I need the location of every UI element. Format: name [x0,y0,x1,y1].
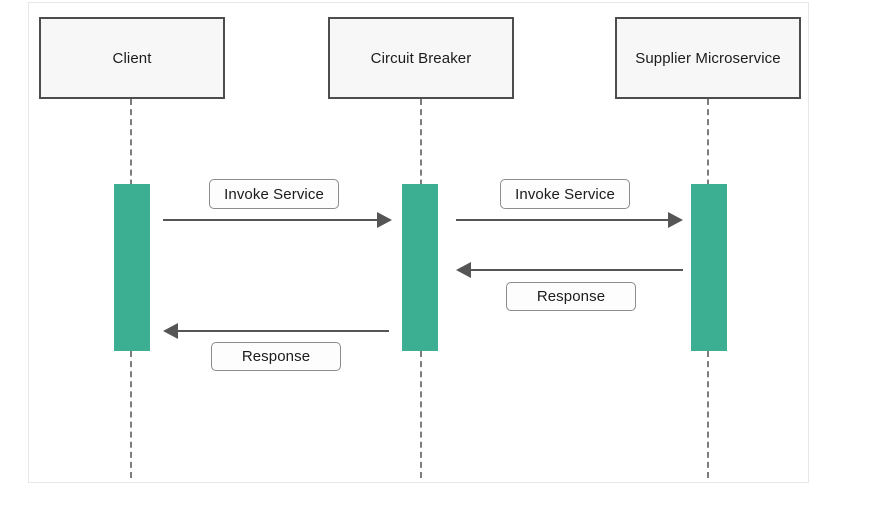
message-label-response-2: Response [211,342,341,371]
actor-circuit-breaker-label: Circuit Breaker [370,49,472,67]
message-arrow-response-2 [178,330,389,332]
arrowhead-left-icon [163,323,178,339]
message-text: Response [241,348,311,365]
message-text: Invoke Service [224,185,324,203]
message-text: Response [536,288,606,305]
arrowhead-right-icon [668,212,683,228]
message-arrow-response-1 [471,269,683,271]
arrowhead-left-icon [456,262,471,278]
activation-bar-circuit-breaker [402,184,438,351]
activation-bar-supplier-microservice [691,184,727,351]
message-label-invoke-service-1: Invoke Service [209,179,339,209]
actor-client: Client [39,17,225,99]
message-arrow-invoke-service-2 [456,219,668,221]
diagram-canvas: Client Circuit Breaker Supplier Microser… [28,2,809,483]
actor-supplier-microservice: Supplier Microservice [615,17,801,99]
message-label-invoke-service-2: Invoke Service [500,179,630,209]
actor-circuit-breaker: Circuit Breaker [328,17,514,99]
activation-bar-client [114,184,150,351]
message-arrow-invoke-service-1 [163,219,377,221]
actor-client-label: Client [112,49,152,67]
message-label-response-1: Response [506,282,636,311]
message-text: Invoke Service [515,185,615,203]
arrowhead-right-icon [377,212,392,228]
actor-supplier-microservice-label: Supplier Microservice [635,49,781,67]
